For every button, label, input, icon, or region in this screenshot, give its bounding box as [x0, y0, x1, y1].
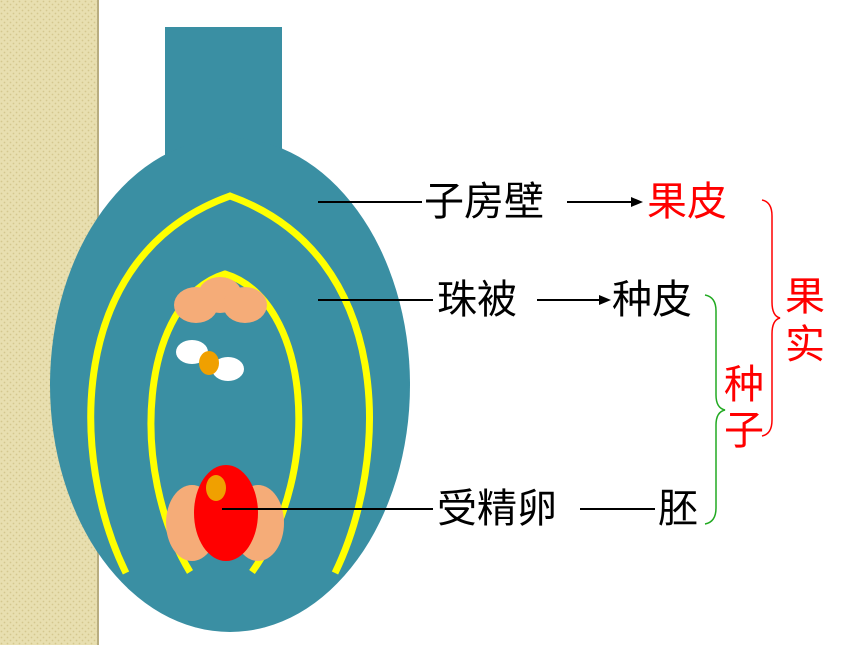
arrowhead-1: [631, 197, 643, 207]
label-integument: 珠被: [437, 277, 517, 323]
fertilized-egg: [194, 465, 258, 561]
antipodal-cells: [174, 277, 267, 323]
outer-integument-line: [87, 192, 373, 575]
label-fruit: 果实: [785, 274, 825, 368]
label-embryo: 胚: [658, 486, 698, 532]
label-ovary-wall: 子房壁: [424, 179, 544, 225]
seed-bracket: [704, 294, 726, 525]
fertilized-egg-group: [166, 465, 284, 561]
label-fertilized-egg: 受精卵: [437, 486, 557, 532]
polar-nuclei: [176, 340, 244, 381]
label-seed-coat: 种皮: [612, 277, 692, 323]
label-pericarp: 果皮: [647, 179, 727, 225]
inner-integument-line: [147, 270, 303, 575]
egg-nucleus: [206, 475, 226, 501]
arrowhead-2: [599, 295, 611, 305]
fruit-bracket: [761, 199, 781, 437]
label-seed: 种子: [724, 362, 764, 454]
